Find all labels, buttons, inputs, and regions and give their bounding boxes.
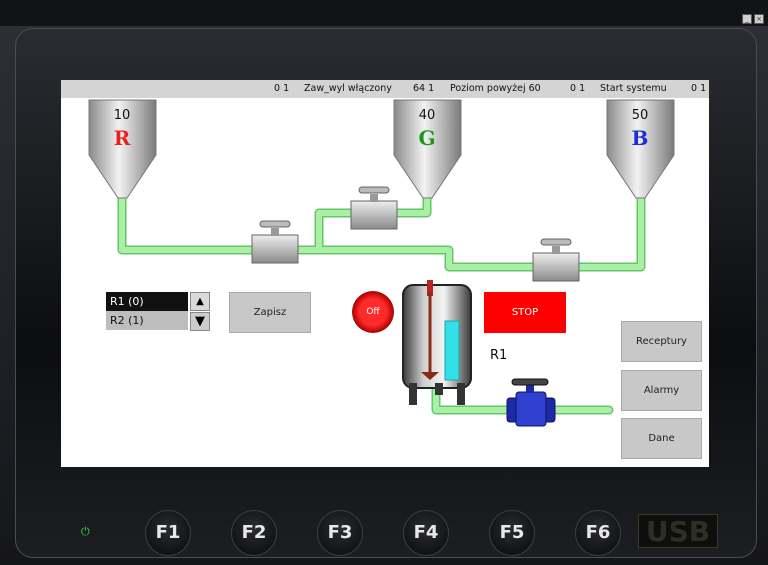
alarm-text-2: Poziom powyżej 60 <box>450 83 541 94</box>
alarm-count-2: 64 1 <box>413 83 435 94</box>
f5-key[interactable]: F5 <box>489 510 535 556</box>
recipe-list[interactable]: R1 (0) R2 (1) ▲ ▼ <box>106 292 210 332</box>
f1-key[interactable]: F1 <box>145 510 191 556</box>
window-buttons: _ × <box>742 14 764 24</box>
alarm-text-1: Zaw_wyl włączony <box>304 83 392 94</box>
f3-key[interactable]: F3 <box>317 510 363 556</box>
hmi-screen: 0 1 Zaw_wyl włączony 64 1 Poziom powyżej… <box>61 80 709 467</box>
silo-r <box>88 99 157 199</box>
close-icon[interactable]: × <box>754 14 764 24</box>
off-button[interactable]: Off <box>352 291 394 333</box>
silo-r-value: 10 <box>113 108 131 123</box>
process-diagram <box>88 99 675 427</box>
recipe-item-r2[interactable]: R2 (1) <box>106 311 188 330</box>
power-icon: ⏻ <box>81 525 90 538</box>
f2-key[interactable]: F2 <box>231 510 277 556</box>
stop-button[interactable]: STOP <box>484 292 566 333</box>
function-keys: F1 F2 F3 F4 F5 F6 <box>0 500 768 560</box>
valve-b[interactable] <box>532 238 580 282</box>
silo-b <box>606 99 675 199</box>
alarm-bar: 0 1 Zaw_wyl włączony 64 1 Poziom powyżej… <box>61 80 709 98</box>
f6-key[interactable]: F6 <box>575 510 621 556</box>
silo-g-value: 40 <box>418 108 436 123</box>
scroll-down-icon[interactable]: ▼ <box>190 312 210 331</box>
alarm-text-3: Start systemu <box>600 83 667 94</box>
f4-key[interactable]: F4 <box>403 510 449 556</box>
alarms-button[interactable]: Alarmy <box>621 370 702 411</box>
usb-port[interactable]: USB <box>638 514 718 548</box>
recipes-button[interactable]: Receptury <box>621 321 702 362</box>
save-button[interactable]: Zapisz <box>229 292 311 333</box>
alarm-count-3: 0 1 <box>570 83 586 94</box>
alarm-count-1: 0 1 <box>274 83 290 94</box>
recipe-item-r1[interactable]: R1 (0) <box>106 292 188 311</box>
silo-b-letter: B <box>631 126 649 150</box>
mixing-tank <box>402 280 472 405</box>
tank-label: R1 <box>490 348 508 363</box>
minimize-icon[interactable]: _ <box>742 14 752 24</box>
silo-g <box>393 99 462 199</box>
silo-r-letter: R <box>113 126 131 150</box>
valve-g[interactable] <box>350 186 398 230</box>
silo-g-letter: G <box>418 126 436 150</box>
silo-b-value: 50 <box>631 108 649 123</box>
scroll-up-icon[interactable]: ▲ <box>190 292 210 311</box>
valve-r[interactable] <box>251 220 299 264</box>
alarm-count-4: 0 1 <box>691 83 707 94</box>
title-strip: _ × <box>0 0 768 26</box>
data-button[interactable]: Dane <box>621 418 702 459</box>
outlet-valve[interactable] <box>506 378 556 427</box>
tank-level-bar <box>444 320 460 381</box>
